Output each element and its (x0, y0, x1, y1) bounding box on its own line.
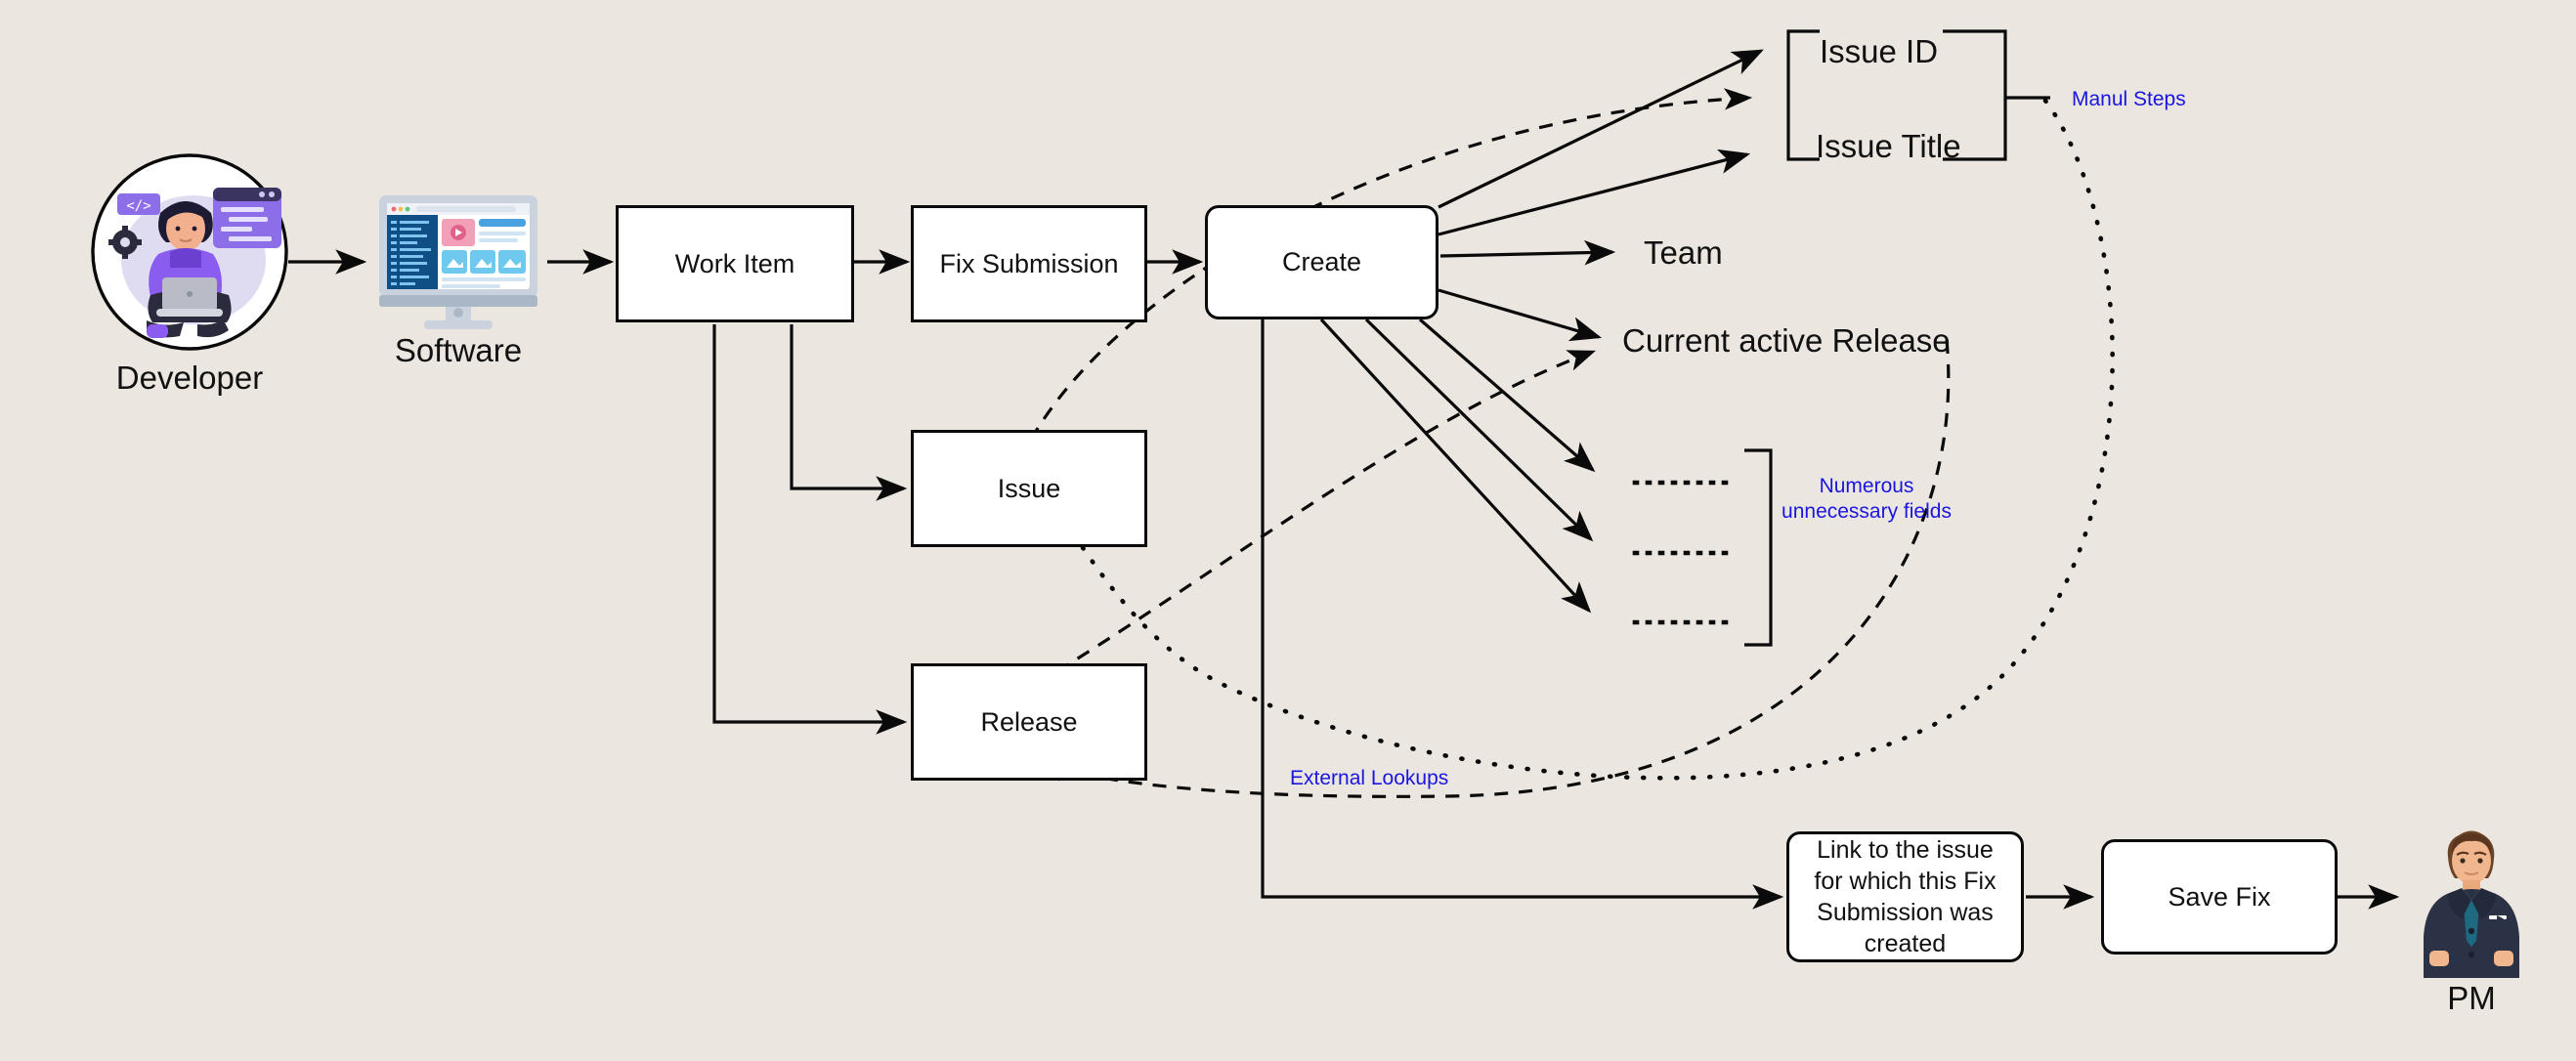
field-label-team: Team (1644, 234, 1723, 271)
developer-label: Developer (115, 360, 264, 396)
node-fix-submission[interactable]: Fix Submission (911, 205, 1147, 322)
node-work-item-label: Work Item (674, 248, 795, 278)
businessman-illustration-icon (2424, 830, 2519, 978)
developer-illustration-icon: </> (91, 153, 288, 351)
edge-externallookups-release-dashed (1035, 339, 1951, 798)
node-release[interactable]: Release (911, 663, 1147, 781)
edge-create-linktoissue (1261, 319, 1784, 910)
edge-create-field1 (1418, 318, 1596, 473)
edge-create-field3 (1319, 318, 1592, 614)
node-create-label: Create (1281, 247, 1362, 277)
edge-create-field2 (1364, 318, 1594, 542)
node-fix-submission-label: Fix Submission (939, 248, 1119, 278)
edge-create-team (1439, 239, 1616, 266)
node-issue-label: Issue (997, 473, 1061, 503)
edge-workitem-issue (790, 324, 908, 501)
edge-issue-issueid-dashed (1029, 88, 1753, 441)
svg-text:</>: </> (126, 198, 150, 214)
annotation-numerous-line1: Numerous (1819, 475, 1914, 497)
node-create[interactable]: Create (1205, 205, 1438, 319)
node-save-fix[interactable]: Save Fix (2101, 839, 2338, 955)
bracket-issue-fields-right (1943, 29, 2007, 161)
annotation-external-lookups: External Lookups (1290, 767, 1449, 789)
software-label: Software (394, 332, 523, 368)
node-work-item[interactable]: Work Item (616, 205, 854, 322)
edge-workitem-release (712, 324, 908, 735)
annotation-manual-steps: Manul Steps (2072, 88, 2186, 110)
bracket-unnecessary-fields (1744, 448, 1773, 647)
desktop-monitor-icon (379, 195, 537, 329)
edge-manualsteps-issue-dotted (1039, 98, 2115, 781)
field-label-current-active-release: Current active Release (1622, 322, 1951, 359)
bracket-issue-fields-left (1786, 29, 1820, 161)
edge-create-issuetitle (1438, 149, 1751, 236)
pm-label: PM (2447, 980, 2496, 1016)
field-label-issue-title: Issue Title (1816, 128, 1961, 164)
annotation-numerous-unnecessary-fields: Numerous unnecessary fields (1769, 474, 1964, 526)
edge-create-issueid (1438, 49, 1764, 209)
annotation-numerous-line2: unnecessary fields (1782, 500, 1952, 524)
node-save-fix-label: Save Fix (2168, 881, 2271, 912)
node-link-to-issue[interactable]: Link to the issue for which this Fix Sub… (1786, 831, 2024, 962)
edge-create-currentrelease (1438, 288, 1603, 342)
edge-release-currentrelease-dashed (1035, 350, 1597, 686)
node-issue[interactable]: Issue (911, 430, 1147, 547)
node-link-to-issue-label: Link to the issue for which this Fix Sub… (1814, 836, 1996, 957)
node-release-label: Release (980, 706, 1078, 737)
field-label-issue-id: Issue ID (1820, 33, 1939, 69)
